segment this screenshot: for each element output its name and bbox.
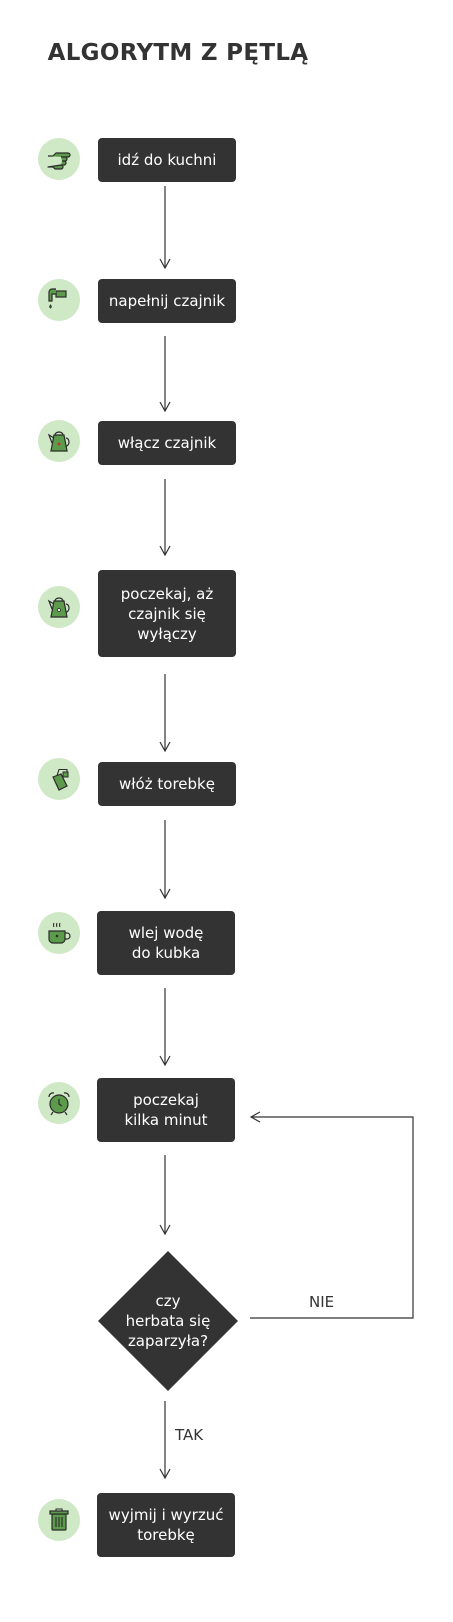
step-go-to-kitchen: idź do kuchni (98, 138, 236, 182)
step-turn-on-kettle: włącz czajnik (98, 421, 236, 465)
kettle-off-icon (38, 586, 80, 628)
cup-icon (38, 912, 80, 954)
diagram-title: ALGORYTM Z PĘTLĄ (47, 40, 309, 66)
tea-bag-icon (38, 758, 80, 800)
step-remove-tea-bag: wyjmij i wyrzuć torebkę (97, 1493, 235, 1557)
decision-diamond (98, 1251, 238, 1391)
pointing-hand-icon (38, 138, 80, 180)
step-pour-water: wlej wodę do kubka (97, 911, 235, 975)
edge-label-yes: TAK (175, 1426, 204, 1444)
step-fill-kettle: napełnij czajnik (98, 279, 236, 323)
kettle-icon (38, 420, 80, 462)
water-tap-icon (38, 279, 80, 321)
edge-label-no: NIE (309, 1293, 335, 1311)
trash-can-icon (38, 1499, 80, 1541)
step-wait-minutes: poczekaj kilka minut (97, 1078, 235, 1142)
arrow-no-loop (249, 1111, 414, 1319)
alarm-clock-icon (38, 1082, 80, 1124)
decision-label: czy herbata się zaparzyła? (125, 1292, 211, 1350)
step-insert-tea-bag: włóż torebkę (98, 762, 236, 806)
step-wait-for-kettle: poczekaj, aż czajnik się wyłączy (98, 570, 236, 657)
